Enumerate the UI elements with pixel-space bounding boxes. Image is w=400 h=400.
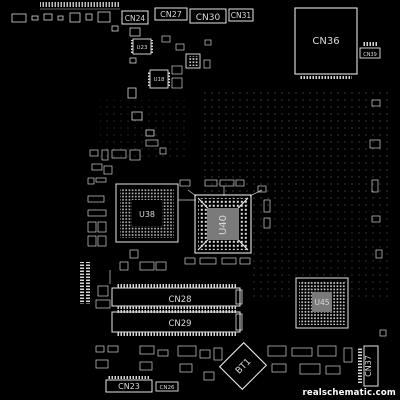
watermark: realschematic.com — [302, 388, 396, 398]
left-vertical-connector — [80, 262, 111, 309]
label-cn23: CN23 — [118, 382, 140, 391]
label-u23: U23 — [136, 45, 148, 51]
label-cn36: CN36 — [312, 36, 339, 47]
label-cn31: CN31 — [231, 11, 252, 20]
connector-cn23: CN23 — [105, 376, 153, 393]
right-edge-components — [369, 99, 387, 337]
label-cn26: CN26 — [160, 385, 175, 391]
connector-cn39: CN39 — [359, 42, 381, 59]
label-cn27: CN27 — [160, 10, 182, 19]
connector-cn27: CN27 — [154, 7, 188, 21]
connector-cn31: CN31 — [228, 8, 254, 22]
label-u45: U45 — [314, 298, 329, 307]
label-cn28: CN28 — [168, 295, 191, 305]
label-u38: U38 — [139, 210, 155, 219]
connector-cn28: CN28 — [111, 284, 243, 309]
small-chip-top — [161, 35, 212, 69]
connector-cn26: CN26 — [155, 381, 179, 392]
label-cn39: CN39 — [363, 52, 377, 58]
label-cn24: CN24 — [125, 14, 146, 23]
connector-cn30: CN30 — [189, 8, 227, 24]
chip-u45: U45 — [295, 277, 349, 329]
connector-cn29: CN29 — [111, 310, 243, 336]
battery-bt1: BT1 — [218, 341, 268, 391]
left-passives — [87, 139, 167, 247]
top-left-components — [11, 11, 155, 137]
label-u18: U18 — [153, 77, 165, 83]
label-bt1: BT1 — [234, 357, 253, 376]
connector-cn37: CN37 — [358, 345, 379, 387]
chip-u18: U18 — [148, 65, 183, 89]
chip-u23: U23 — [131, 38, 153, 55]
connector-cn36: CN36 — [294, 7, 358, 79]
label-cn37: CN37 — [364, 355, 373, 377]
label-cn29: CN29 — [168, 319, 191, 329]
chip-u38: U38 — [115, 183, 179, 243]
chip-u40: U40 — [194, 194, 252, 254]
label-u40: U40 — [218, 215, 229, 235]
mid-components — [119, 179, 271, 271]
label-cn30: CN30 — [196, 13, 221, 23]
connector-cn24: CN24 — [121, 10, 149, 25]
bottom-components — [95, 345, 353, 381]
